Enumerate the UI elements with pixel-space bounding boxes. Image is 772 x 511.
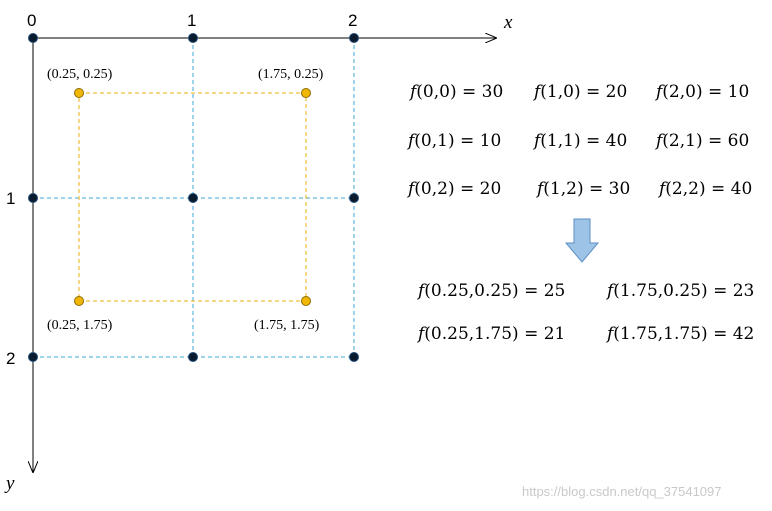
watermark: https://blog.csdn.net/qq_37541097 (522, 484, 722, 499)
grid-node (349, 352, 359, 362)
interp-points (74, 88, 311, 306)
x-axis-label: x (503, 12, 513, 33)
grid-node (188, 193, 198, 203)
grid-lines (33, 38, 355, 358)
grid-node (349, 33, 359, 43)
grid-node (28, 352, 38, 362)
y-axis-label: y (4, 473, 15, 494)
known-equation: f(0,2) = 20 (408, 179, 502, 199)
interp-point-label: (0.25, 1.75) (47, 318, 113, 333)
interp-equation: f(1.75,1.75) = 42 (607, 324, 755, 344)
interp-point (301, 88, 311, 98)
grid-node (349, 193, 359, 203)
interp-equation: f(0.25,1.75) = 21 (418, 324, 566, 344)
interp-point-label: (0.25, 0.25) (47, 67, 113, 82)
interp-point (74, 296, 84, 306)
interp-rectangle (78, 92, 307, 302)
grid-node (188, 352, 198, 362)
interp-equation: f(0.25,0.25) = 25 (418, 281, 566, 301)
known-equation: f(2,2) = 40 (659, 179, 753, 199)
known-equation: f(1,2) = 30 (537, 179, 631, 199)
interp-point-label: (1.75, 1.75) (254, 318, 320, 333)
interp-point (301, 296, 311, 306)
x-tick-1: 1 (187, 11, 196, 30)
known-equation: f(1,0) = 20 (534, 82, 628, 102)
known-equation: f(2,0) = 10 (656, 82, 750, 102)
interp-equation: f(1.75,0.25) = 23 (607, 281, 755, 301)
known-equation: f(0,0) = 30 (410, 82, 504, 102)
grid-node (188, 33, 198, 43)
interp-point-label: (1.75, 0.25) (258, 67, 324, 82)
y-tick-2: 2 (6, 349, 15, 368)
known-equation: f(1,1) = 40 (534, 131, 628, 151)
grid-nodes (28, 33, 359, 362)
grid-node (28, 33, 38, 43)
down-arrow-icon (564, 218, 600, 263)
known-equation: f(0,1) = 10 (408, 131, 502, 151)
known-equation: f(2,1) = 60 (656, 131, 750, 151)
x-tick-0: 0 (27, 11, 36, 30)
grid-node (28, 193, 38, 203)
x-tick-2: 2 (348, 11, 357, 30)
interp-point (74, 88, 84, 98)
y-tick-1: 1 (6, 189, 15, 208)
